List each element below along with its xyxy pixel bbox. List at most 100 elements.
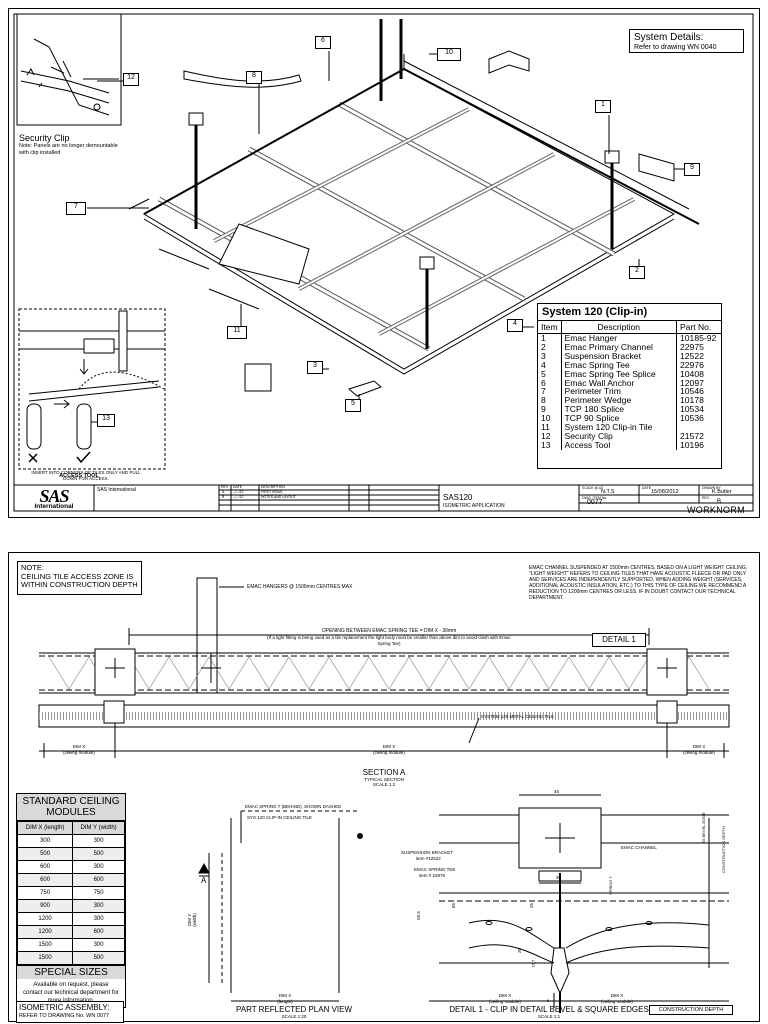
parts-description: TCP 180 Splice [564, 404, 625, 415]
module-dim-y: 500 [72, 847, 125, 861]
rev-value: B [717, 499, 722, 505]
tile-label: SYSTEM 120 METAL CEILING TILE [481, 714, 554, 719]
detail-construction-depth: CONSTRUCTION DEPTH [649, 1005, 733, 1015]
ceiling-grid [128, 19, 700, 397]
parts-part-no: 22976 [676, 360, 721, 370]
parts-table-title: System 120 (Clip-in) [538, 304, 721, 321]
rev-b-rev: B [222, 495, 225, 499]
section-dim-x-right: DIM X (ceiling module) [669, 744, 729, 756]
parts-item-no: 12 [538, 432, 562, 441]
callout-7: 7 [66, 202, 86, 215]
section-a [38, 577, 730, 758]
parts-description: Perimeter Wedge [564, 395, 632, 406]
detail-spring-tee-label: EMAC SPRING TEE [414, 867, 456, 872]
parts-item-no: 11 [538, 423, 562, 432]
detail-dim-x-right-label: DIM X [610, 993, 624, 998]
dwg-label: DWG. ITEM No. [582, 496, 608, 500]
system-details-title: System Details: [634, 32, 704, 43]
drawing-sheet-isometric: ACCESS TOOL System Details: Refer to dra… [8, 8, 760, 518]
detail-dim-x-left-module: (ceiling module) [489, 999, 521, 1004]
modules-title: STANDARD CEILING MODULES [17, 794, 125, 821]
parts-description: Access Tool [564, 439, 611, 450]
plan-tile-label: SYS 120 CLIP-IN CEILING TILE [247, 815, 312, 820]
isometric-assembly-ref: ISOMETRIC ASSEMBLY: REFER TO DRAWING No.… [16, 1001, 124, 1023]
system-details-box: System Details: Refer to drawing WN 0040 [629, 29, 744, 53]
opening-label: OPENING BETWEEN EMAC SPRING TEE = DIM X … [321, 628, 457, 634]
parts-part-no: 10534 [676, 405, 721, 415]
module-dim-x: 1500 [16, 951, 74, 965]
parts-description: Emac Spring Tee [564, 359, 630, 370]
dim-x-left-label: DIM X [72, 744, 86, 749]
dim-x-left-module: (ceiling module) [63, 750, 95, 755]
plan-dim-x-label: DIM X [278, 993, 292, 998]
detail-dim-45: 45 [554, 789, 560, 794]
section-a-caption: SECTION A TYPICAL SECTION SCALE 1:2 [329, 768, 439, 787]
detail-dim-20: 20 [517, 947, 523, 954]
section-dim-x-mid: DIM X (ceiling module) [354, 744, 424, 756]
parts-description: System 120 Clip-in Tile [564, 422, 653, 433]
detail-bracket-item: item #12522 [416, 855, 441, 861]
section-a-scale: SCALE 1:2 [372, 782, 396, 787]
rev-header-desc: DESCRIPTION [261, 485, 285, 489]
channel-note: EMAC CHANNEL SUSPENDED AT 1500mm CENTRES… [529, 565, 748, 601]
callout-11: 11 [227, 326, 247, 339]
parts-description: Suspension Bracket [564, 350, 641, 361]
access-zone-note: NOTE: CEILING TILE ACCESS ZONE IS WITHIN… [17, 561, 142, 595]
detail-dim-x-right: DIM X (ceiling module) [587, 993, 647, 1005]
dim-x-right-module: (ceiling module) [683, 750, 715, 755]
iso-ref-title: ISOMETRIC ASSEMBLY: [19, 1003, 110, 1012]
parts-part-no: 12097 [676, 378, 721, 388]
module-dim-y: 300 [72, 912, 125, 926]
access-tool-inset [18, 308, 166, 470]
plan-dim-y: DIM Y (width) [187, 913, 197, 927]
date-label: DATE [642, 486, 652, 490]
module-dim-x: 600 [16, 860, 74, 874]
security-clip-title: Security Clip [19, 133, 70, 143]
iso-ref-text: REFER TO DRAWING No. WN 0077 [19, 1013, 110, 1019]
rev-b-date: --/--/12 [233, 495, 244, 499]
rev-header-date: DATE [233, 485, 243, 489]
parts-item-no: 5 [538, 369, 562, 379]
parts-part-no: 10408 [676, 369, 721, 379]
date-value: 15/08/2012 [651, 489, 679, 495]
callout-3: 3 [307, 361, 323, 374]
note-title: NOTE: [21, 563, 44, 572]
section-a-title: SECTION A [362, 768, 406, 777]
sas-logo: SAS International [17, 487, 91, 511]
detail-dim-5: 5 [547, 998, 550, 1003]
parts-item-no: 13 [538, 440, 562, 450]
callout-9: 9 [684, 163, 700, 176]
module-dim-y: 300 [72, 938, 125, 952]
parts-part-no: 10185-92 [676, 333, 721, 343]
sas-logo-sub: International [34, 503, 74, 510]
drawing-title: SAS120 [443, 493, 473, 502]
opening-note: (If a light fitting is being used as a t… [267, 635, 511, 646]
detail-spring-tee: EMAC SPRING TEE item # 22976 [414, 867, 455, 878]
parts-part-no: 10178 [676, 396, 721, 406]
parts-description: TCP 90 Splice [564, 413, 620, 424]
plan-view [198, 810, 363, 1002]
parts-item-no: 1 [538, 333, 562, 343]
module-dim-y: 500 [72, 951, 125, 965]
rev-a-desc: FIRST ISSUE [261, 490, 283, 494]
parts-item-no: 10 [538, 414, 562, 424]
special-sizes-title: SPECIAL SIZES [17, 965, 125, 979]
parts-description: Emac Spring Tee Splice [564, 368, 656, 379]
detail-title: DETAIL 1 - CLIP IN DETAIL BEVEL & SQUARE… [449, 1005, 649, 1014]
parts-item-no: 7 [538, 387, 562, 397]
parts-part-no [676, 423, 721, 432]
section-a-sub: TYPICAL SECTION [364, 777, 404, 782]
module-dim-y: 300 [72, 860, 125, 874]
parts-description: Emac Wall Anchor [564, 377, 635, 388]
plan-dim-y-width: (width) [191, 913, 197, 927]
security-clip-note: Note: Panels are no longer demountable w… [19, 143, 118, 156]
